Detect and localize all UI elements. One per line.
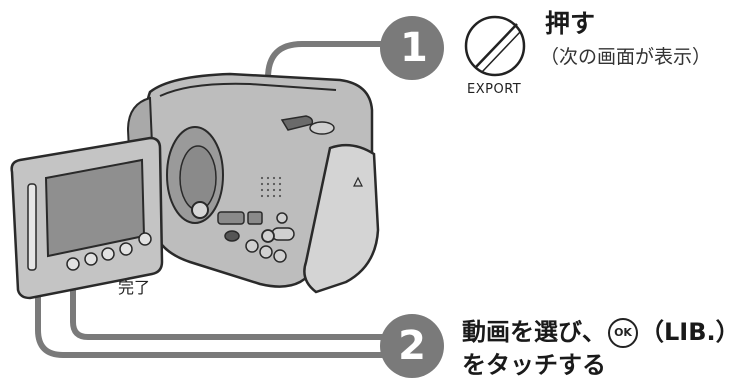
leader-line-step2-inner [70, 269, 403, 340]
step-2-badge [380, 314, 444, 378]
step-2-line2: をタッチする [462, 351, 606, 379]
side-button-c [259, 245, 273, 259]
lcd-button-3 [101, 247, 115, 261]
step-1-note: （次の画面が表示） [540, 46, 712, 68]
step-2-instruction: 動画を選び、 [462, 318, 606, 346]
camcorder-icon [10, 72, 380, 300]
ok-button-icon: OK [608, 318, 638, 348]
step-2-line1: 動画を選び、OK（LIB.） [462, 312, 740, 348]
step-2-lib-label: （LIB.） [640, 318, 740, 346]
step-1-title: 押す [545, 9, 596, 38]
lcd-button-2 [84, 252, 98, 266]
speaker-grille [260, 176, 282, 198]
step-2-number: 2 [398, 323, 426, 369]
side-button-a [276, 212, 288, 224]
small-port [247, 211, 263, 225]
lcd-button-4 [119, 242, 133, 256]
mode-button [224, 230, 240, 242]
lcd-side-strip [27, 183, 37, 271]
top-button [309, 121, 335, 135]
lens-inner [179, 145, 217, 211]
leader-line-step2-outer [35, 287, 403, 358]
power-button [271, 227, 295, 241]
strap-mark [353, 176, 363, 187]
side-button-b [245, 239, 259, 253]
side-button-d [273, 249, 287, 263]
lcd-button-1 [66, 257, 80, 271]
camera-top-ridge [159, 82, 337, 97]
export-button-label: EXPORT [467, 82, 522, 97]
export-button-icon [464, 15, 526, 77]
lcd-button-done [138, 232, 152, 246]
step-1-number: 1 [400, 25, 428, 71]
step-1-badge [380, 16, 444, 80]
lens-button [191, 201, 209, 219]
export-button [261, 229, 275, 243]
port-cover [217, 211, 245, 225]
done-callout: 完了 [118, 278, 151, 297]
